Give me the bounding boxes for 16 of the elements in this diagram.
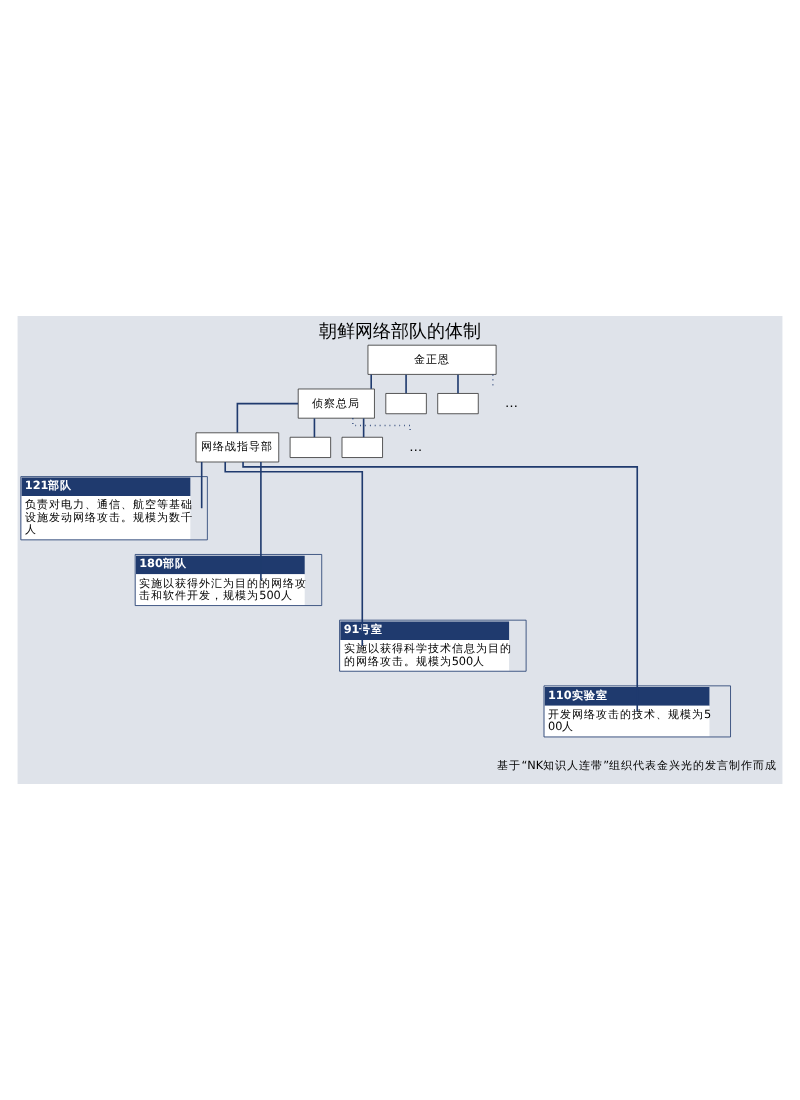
connector — [362, 417, 365, 438]
connector — [370, 373, 372, 390]
connector — [224, 461, 364, 647]
connector — [313, 417, 316, 438]
connector — [236, 402, 299, 434]
connector — [405, 373, 407, 395]
node-box — [385, 393, 427, 415]
node-box — [341, 436, 383, 458]
connector — [260, 461, 262, 581]
connector — [352, 417, 411, 434]
connector — [200, 461, 203, 510]
connector — [242, 461, 639, 713]
node-box — [437, 393, 479, 415]
node-box — [289, 436, 332, 458]
connector — [457, 373, 459, 395]
diagram-title: 朝鲜网络部队的体制 — [319, 322, 481, 343]
